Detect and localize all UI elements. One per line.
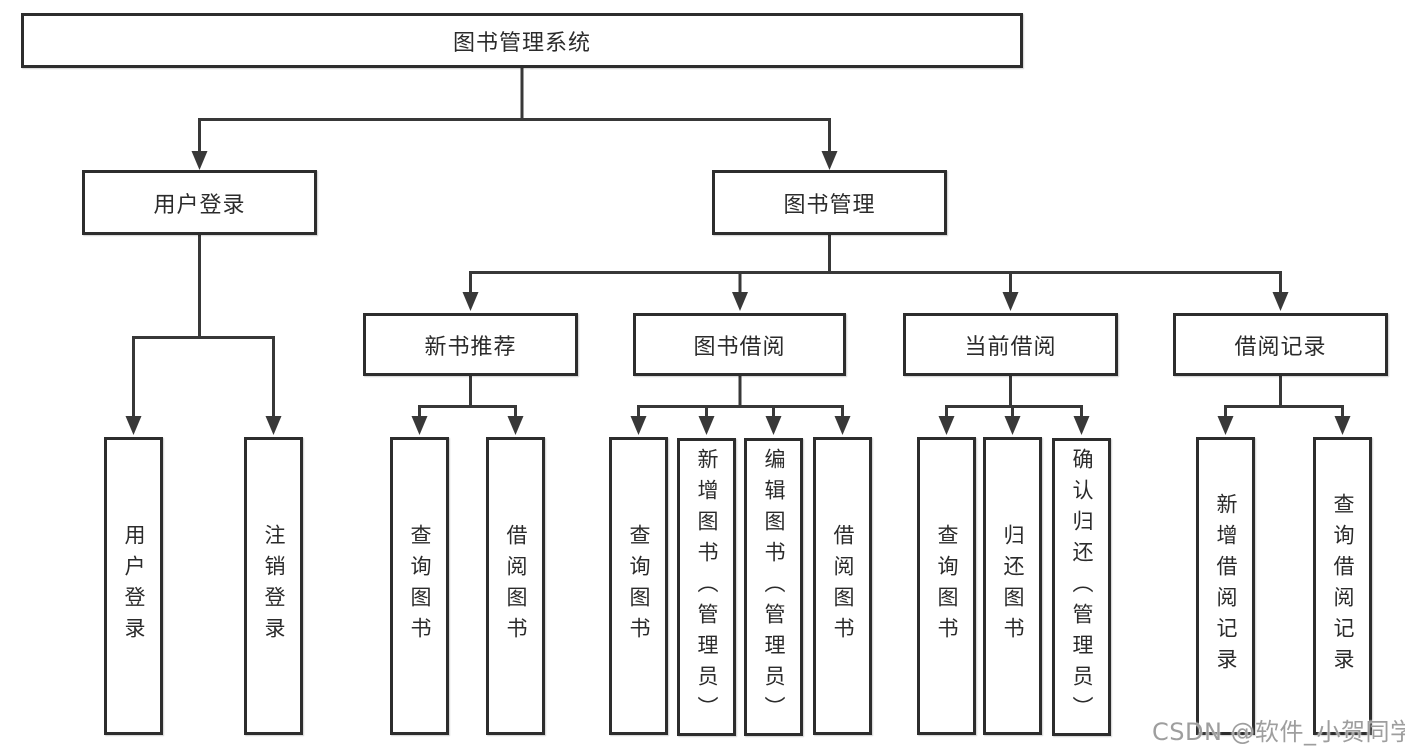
connector-current-to-leaves (945, 376, 1083, 418)
leaf-query-books-borrow: 查询图书 (609, 437, 668, 735)
arrow-down (1217, 416, 1234, 435)
leaf-user-login-label: 用户登录 (122, 524, 146, 648)
leaf-user-login: 用户登录 (104, 437, 163, 735)
node-book-management-label: 图书管理 (783, 192, 876, 218)
leaf-borrow-books: 借阅图书 (813, 437, 872, 735)
node-borrowing-records-label: 借阅记录 (1234, 334, 1327, 360)
leaf-query-books-recommend-label: 查询图书 (408, 524, 432, 648)
arrow-down (1002, 292, 1019, 311)
leaf-return-books-label: 归还图书 (1001, 524, 1025, 648)
arrow-down (1334, 416, 1351, 435)
arrow-down (125, 416, 142, 435)
arrow-down (821, 151, 838, 170)
connector-userlogin-to-leaves (132, 235, 275, 418)
leaf-borrow-books-recommend-label: 借阅图书 (504, 524, 528, 648)
node-book-management: 图书管理 (712, 170, 947, 235)
node-new-book-recommend: 新书推荐 (363, 313, 578, 376)
leaf-borrow-books-recommend: 借阅图书 (486, 437, 545, 735)
node-book-borrowing-label: 图书借阅 (693, 334, 786, 360)
arrow-down (630, 416, 647, 435)
leaf-query-borrow-record-label: 查询借阅记录 (1331, 493, 1355, 679)
leaf-add-borrow-record: 新增借阅记录 (1196, 437, 1255, 735)
arrow-down (1272, 292, 1289, 311)
leaf-logout-label: 注销登录 (262, 524, 286, 648)
arrow-down (191, 151, 208, 170)
leaf-edit-books-admin: 编辑图书（管理员） (744, 438, 803, 736)
arrow-down (265, 416, 282, 435)
arrow-down (765, 416, 782, 435)
arrow-down (507, 416, 524, 435)
arrow-down (938, 416, 955, 435)
node-borrowing-records: 借阅记录 (1173, 313, 1388, 376)
leaf-add-books-admin: 新增图书（管理员） (677, 438, 736, 736)
node-current-borrowing-label: 当前借阅 (964, 334, 1057, 360)
leaf-return-books: 归还图书 (983, 437, 1042, 735)
arrow-down (698, 416, 715, 435)
arrow-down (1004, 416, 1021, 435)
leaf-logout: 注销登录 (244, 437, 303, 735)
node-current-borrowing: 当前借阅 (903, 313, 1118, 376)
arrow-down (411, 416, 428, 435)
leaf-add-books-admin-label: 新增图书（管理员） (695, 447, 719, 727)
node-library-system: 图书管理系统 (21, 13, 1023, 68)
leaf-query-borrow-record: 查询借阅记录 (1313, 437, 1372, 735)
arrow-down (1073, 416, 1090, 435)
leaf-add-borrow-record-label: 新增借阅记录 (1214, 493, 1238, 679)
leaf-query-books-recommend: 查询图书 (390, 437, 449, 735)
node-user-login: 用户登录 (82, 170, 317, 235)
node-library-system-label: 图书管理系统 (452, 30, 591, 56)
arrow-down (834, 416, 851, 435)
leaf-borrow-books-label: 借阅图书 (831, 524, 855, 648)
arrow-down (462, 292, 479, 311)
leaf-query-books-current-label: 查询图书 (935, 524, 959, 648)
connector-records-to-leaves (1224, 376, 1344, 418)
leaf-edit-books-admin-label: 编辑图书（管理员） (762, 447, 786, 727)
leaf-query-books-current: 查询图书 (917, 437, 976, 735)
connector-borrow-to-leaves (637, 376, 844, 418)
connector-bookmgmt-to-level3 (469, 235, 1282, 294)
arrow-down (732, 292, 748, 311)
connector-newbooks-to-leaves (418, 376, 517, 418)
node-book-borrowing: 图书借阅 (633, 313, 846, 376)
connector-root-to-level2 (198, 68, 831, 152)
leaf-query-books-borrow-label: 查询图书 (627, 524, 651, 648)
leaf-confirm-return-admin-label: 确认归还（管理员） (1070, 447, 1094, 727)
node-user-login-label: 用户登录 (153, 192, 246, 218)
leaf-confirm-return-admin: 确认归还（管理员） (1052, 438, 1111, 736)
csdn-watermark: CSDN @软件_小贺同学 (1152, 718, 1405, 746)
node-new-book-recommend-label: 新书推荐 (424, 334, 517, 360)
